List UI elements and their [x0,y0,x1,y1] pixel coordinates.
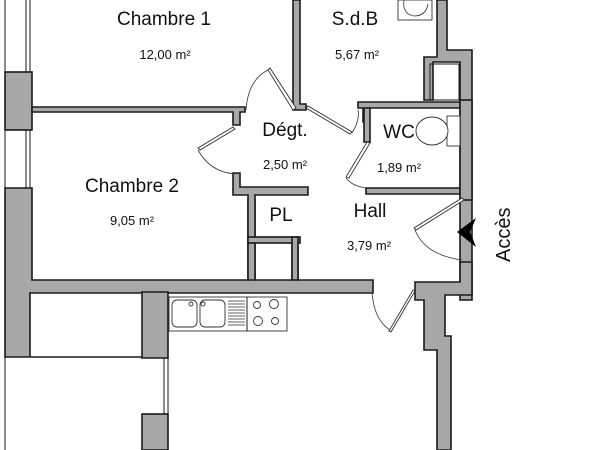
door-chambre1-arc [245,69,269,111]
wall-wc-top [357,101,461,123]
shaft [429,63,460,101]
burner-icon [271,317,279,325]
door-sdb-arc [351,109,359,134]
wall-chambre1-chambre2 [31,106,246,126]
burner-icon [253,301,261,309]
door-chambre1[interactable] [267,67,297,111]
room-label-hall: Hall [353,201,387,222]
door-chambre2[interactable] [197,126,236,151]
room-label-sdb: S.d.B [331,9,379,30]
bathroom-sink [397,0,433,21]
wall-wc-bottom [365,187,461,195]
room-label-wc: WC [383,122,415,143]
wall-pl-right [291,236,299,281]
burner-icon [253,316,263,326]
room-area-wc: 1,89 m² [376,160,422,175]
room-area-sdb: 5,67 m² [334,47,380,62]
kitchen-counter [168,296,288,332]
room-label-degt: Dégt. [262,120,308,141]
wall-pillar-left [4,71,33,131]
wall-wc-left [363,107,371,143]
wall-kitchen-left-lower [141,413,169,450]
wall-wc-right [459,99,473,201]
door-sdb[interactable] [305,105,353,135]
door-kitchen[interactable] [388,289,416,333]
room-label-chambre2: Chambre 2 [85,176,179,197]
room-area-hall: 3,79 m² [346,238,392,253]
room-area-chambre2: 9,05 m² [109,213,155,228]
wall-chambre2-outer [4,187,374,358]
entrance-label: Accès [493,207,515,262]
door-wc[interactable] [345,141,371,179]
wall-sdb-right [423,0,473,301]
wall-pl-shelf [247,236,301,244]
door-kitchen-arc [371,291,391,331]
room-label-chambre1: Chambre 1 [117,9,211,30]
wall-sdb-left [292,0,307,111]
door-entrance[interactable] [413,197,465,231]
room-area-chambre1: 12,00 m² [139,47,191,62]
room-label-pl: PL [269,205,293,226]
door-chambre2-arc [197,149,236,175]
room-area-degt: 2,50 m² [262,157,308,172]
door-wc-arc [345,177,367,189]
toilet-icon [415,115,461,147]
arrow-left-icon [457,218,476,247]
wall-degt-lower [232,172,309,281]
wall-kitchen-left [141,291,169,359]
burner-icon [269,299,279,309]
wall-hall-right-lower [414,261,473,450]
door-entrance-arc [414,229,463,261]
